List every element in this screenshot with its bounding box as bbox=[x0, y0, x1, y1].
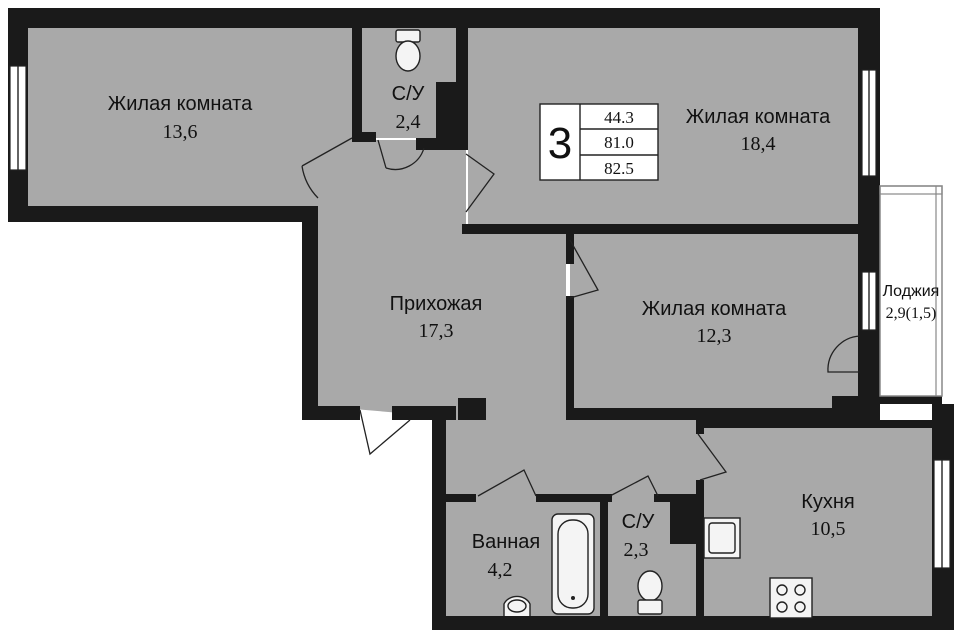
rooms-count: 3 bbox=[548, 119, 572, 168]
door-bathroom bbox=[477, 469, 537, 497]
door-loggia bbox=[827, 335, 861, 373]
kitchen-sink-icon bbox=[703, 517, 741, 559]
door-wc-2 bbox=[609, 475, 659, 497]
room-living-1 bbox=[28, 28, 358, 206]
door-living-1 bbox=[301, 137, 353, 199]
bathtub-icon bbox=[551, 513, 595, 615]
room-name-kitchen: Кухня bbox=[801, 491, 855, 513]
fixtures bbox=[395, 29, 813, 619]
room-area-living-1: 13,6 bbox=[163, 121, 198, 143]
room-labels: Жилая комната 13,6 С/У 2,4 Жилая комната… bbox=[108, 83, 940, 581]
stove-icon bbox=[769, 577, 813, 619]
door-wc-1 bbox=[377, 139, 425, 171]
toilet-icon bbox=[637, 570, 663, 615]
windows bbox=[9, 65, 951, 569]
total-with-loggia-value: 82.5 bbox=[604, 159, 634, 178]
room-name-living-3: Жилая комната bbox=[642, 298, 787, 320]
room-area-living-2: 18,4 bbox=[741, 133, 776, 155]
room-area-loggia: 2,9(1,5) bbox=[886, 305, 937, 322]
apartment-badge: 3 44.3 81.0 82.5 bbox=[539, 103, 659, 181]
room-name-wc-2: С/У bbox=[622, 511, 655, 533]
room-living-3 bbox=[570, 234, 858, 414]
room-area-wc-1: 2,4 bbox=[396, 111, 421, 133]
door-living-2 bbox=[465, 153, 495, 213]
room-name-living-2: Жилая комната bbox=[686, 106, 831, 128]
room-name-loggia: Лоджия bbox=[883, 283, 940, 300]
room-area-living-3: 12,3 bbox=[697, 325, 732, 347]
room-name-living-1: Жилая комната bbox=[108, 93, 253, 115]
room-name-wc-1: С/У bbox=[392, 83, 425, 105]
toilet-icon bbox=[395, 29, 421, 72]
doors bbox=[301, 137, 861, 497]
room-living-2 bbox=[468, 28, 858, 224]
room-name-bathroom: Ванная bbox=[472, 531, 541, 553]
door-kitchen bbox=[697, 433, 728, 481]
room-area-kitchen: 10,5 bbox=[811, 518, 846, 540]
sink-icon bbox=[503, 595, 531, 616]
living-area-value: 44.3 bbox=[604, 108, 634, 127]
room-area-wc-2: 2,3 bbox=[624, 539, 649, 561]
room-area-bathroom: 4,2 bbox=[488, 559, 513, 581]
room-area-hall: 17,3 bbox=[419, 320, 454, 342]
door-entrance bbox=[359, 409, 411, 456]
total-area-value: 81.0 bbox=[604, 133, 634, 152]
room-loggia bbox=[880, 186, 942, 396]
room-name-hall: Прихожая bbox=[390, 293, 483, 315]
door-living-3 bbox=[569, 239, 599, 299]
